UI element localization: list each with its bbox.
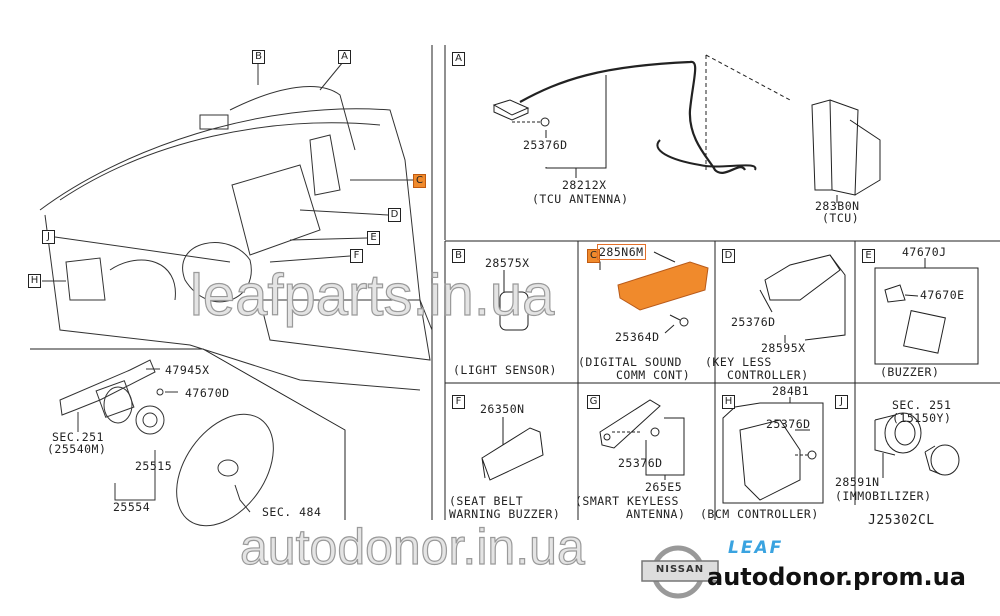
panel-j-label: J (835, 395, 848, 409)
immobilizer-label: (IMMOBILIZER) (835, 489, 932, 503)
part-47670j[interactable]: 47670J (902, 245, 947, 259)
part-15150y[interactable]: (15150Y) (892, 411, 952, 425)
panel-d-label: D (722, 249, 735, 263)
part-47670e[interactable]: 47670E (920, 288, 965, 302)
part-28595x[interactable]: 28595X (761, 341, 806, 355)
smart-keyless-antenna-drawing (599, 399, 685, 480)
dashboard-drawing (39, 61, 433, 391)
seat-belt-label-2: WARNING BUZZER) (449, 507, 561, 521)
light-sensor-label: (LIGHT SENSOR) (453, 363, 557, 377)
part-25540m[interactable]: (25540M) (47, 442, 107, 456)
part-47670d[interactable]: 47670D (185, 386, 230, 400)
digital-sound-label-1: (DIGITAL SOUND (578, 355, 682, 369)
watermark-autodonor: autodonor.in.ua (239, 518, 585, 575)
seat-belt-buzzer-drawing (481, 417, 544, 481)
light-sensor-drawing (499, 270, 529, 331)
tcu-antenna-drawing (492, 54, 881, 203)
immobilizer-drawing (874, 412, 960, 478)
seat-belt-label-1: (SEAT BELT (449, 494, 524, 508)
tcu-label: (TCU) (822, 211, 860, 225)
part-25364d[interactable]: 25364D (615, 330, 660, 344)
callout-c[interactable]: C (413, 174, 426, 188)
bcm-controller-label: (BCM CONTROLLER) (700, 507, 819, 521)
panel-g-label: G (587, 395, 600, 409)
nissan-logo-text: NISSAN (655, 564, 705, 575)
buzzer-label: (BUZZER) (880, 365, 940, 379)
callout-d[interactable]: D (388, 208, 401, 222)
panel-f-label: F (452, 395, 465, 409)
divider-left-lower (30, 348, 346, 520)
part-25515[interactable]: 25515 (135, 459, 173, 473)
nissan-logo-bar (641, 560, 719, 582)
callout-a[interactable]: A (338, 50, 351, 64)
leaf-logo: LEAF (728, 538, 784, 558)
part-285n6m-text: 285N6M (597, 244, 646, 260)
section-251-j[interactable]: SEC. 251 (892, 398, 952, 412)
part-283b0n[interactable]: 283B0N (815, 199, 860, 213)
section-251[interactable]: SEC.251 (52, 430, 104, 444)
callout-e[interactable]: E (367, 231, 380, 245)
section-484[interactable]: SEC. 484 (262, 505, 322, 519)
smart-keyless-label-2: ANTENNA) (626, 507, 686, 521)
part-26350n[interactable]: 26350N (480, 402, 525, 416)
part-285n6m[interactable]: 285N6M (597, 244, 646, 260)
smart-keyless-label-1: (SMART KEYLESS (575, 494, 679, 508)
bcm-controller-drawing (722, 397, 824, 504)
keyless-controller-label-2: CONTROLLER) (727, 368, 809, 382)
part-47945x[interactable]: 47945X (165, 363, 210, 377)
keyless-controller-drawing (759, 254, 846, 343)
callout-j[interactable]: J (42, 230, 55, 244)
part-28212x[interactable]: 28212X (562, 178, 607, 192)
part-284b1[interactable]: 284B1 (772, 384, 810, 398)
panel-e-label: E (862, 249, 875, 263)
panel-h-label: H (722, 395, 735, 409)
buzzer-drawing (874, 258, 979, 365)
diagram-code: J25302CL (868, 513, 935, 528)
part-28575x[interactable]: 28575X (485, 256, 530, 270)
part-25376d-h[interactable]: 25376D (766, 417, 811, 431)
part-25376d-d[interactable]: 25376D (731, 315, 776, 329)
panel-c-label: C (587, 249, 600, 263)
tcu-antenna-label: (TCU ANTENNA) (532, 192, 629, 206)
steering-parts-drawing (59, 359, 274, 527)
part-28591n[interactable]: 28591N (835, 475, 880, 489)
watermark-leafparts: leafparts.in.ua (189, 262, 555, 328)
panel-a-label: A (452, 52, 465, 66)
digital-sound-label-2: COMM CONT) (616, 368, 691, 382)
callout-f[interactable]: F (350, 249, 363, 263)
keyless-controller-label-1: (KEY LESS (705, 355, 772, 369)
part-25554[interactable]: 25554 (113, 500, 151, 514)
digital-sound-drawing (596, 251, 709, 334)
site-url[interactable]: autodonor.prom.ua (707, 563, 966, 591)
part-25376d-g[interactable]: 25376D (618, 456, 663, 470)
callout-b[interactable]: B (252, 50, 265, 64)
part-265e5[interactable]: 265E5 (645, 480, 683, 494)
part-25376d-a[interactable]: 25376D (523, 138, 568, 152)
callout-h[interactable]: H (28, 274, 41, 288)
panel-b-label: B (452, 249, 465, 263)
